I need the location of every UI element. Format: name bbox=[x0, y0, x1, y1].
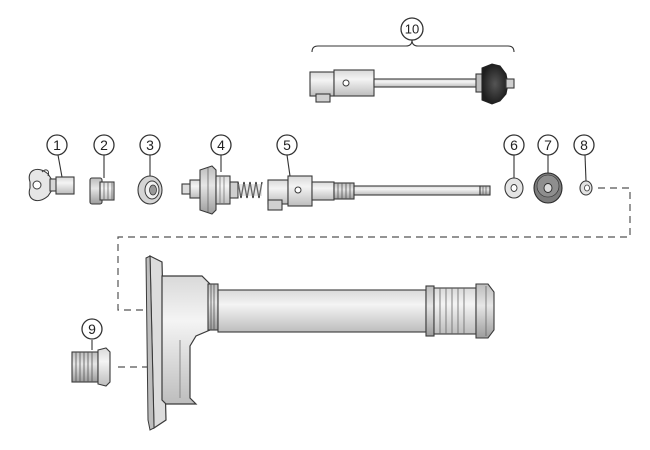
assembly-path-line bbox=[117, 187, 631, 311]
part-7-seat-washer bbox=[533, 172, 563, 204]
callout-3-label: 3 bbox=[146, 137, 154, 153]
callout-9: 9 bbox=[81, 318, 103, 340]
part-6-washer bbox=[504, 177, 524, 199]
callout-2: 2 bbox=[93, 134, 115, 156]
callout-8: 8 bbox=[573, 134, 595, 156]
part-3-packing bbox=[137, 175, 163, 205]
callout-3: 3 bbox=[139, 134, 161, 156]
part-9-hose-adapter bbox=[71, 347, 111, 387]
callout-10: 10 bbox=[400, 17, 424, 41]
callout-6-label: 6 bbox=[510, 137, 518, 153]
part-10-bracket bbox=[311, 39, 515, 53]
callout-10-label: 10 bbox=[405, 22, 419, 37]
part-5-stem bbox=[267, 175, 491, 211]
callout-1: 1 bbox=[46, 134, 68, 156]
part-4-spring bbox=[237, 181, 263, 199]
callout-9-label: 9 bbox=[88, 321, 96, 337]
hydrant-body bbox=[145, 255, 495, 431]
part-4-bonnet bbox=[181, 165, 263, 215]
callout-2-label: 2 bbox=[100, 137, 108, 153]
part-10-stem-assembly bbox=[309, 39, 515, 105]
callout-5: 5 bbox=[276, 134, 298, 156]
part-1-tee-handle bbox=[28, 168, 75, 202]
callout-6: 6 bbox=[503, 134, 525, 156]
callout-7: 7 bbox=[537, 134, 559, 156]
callout-7-label: 7 bbox=[544, 137, 552, 153]
callout-4-label: 4 bbox=[217, 137, 225, 153]
callout-5-label: 5 bbox=[283, 137, 291, 153]
callout-4: 4 bbox=[210, 134, 232, 156]
part-8-screw bbox=[579, 180, 593, 196]
callout-8-label: 8 bbox=[580, 137, 588, 153]
part-10-body bbox=[309, 63, 515, 105]
callout-1-label: 1 bbox=[53, 137, 61, 153]
part-2-nut bbox=[89, 177, 115, 205]
leader-lines bbox=[57, 154, 587, 350]
